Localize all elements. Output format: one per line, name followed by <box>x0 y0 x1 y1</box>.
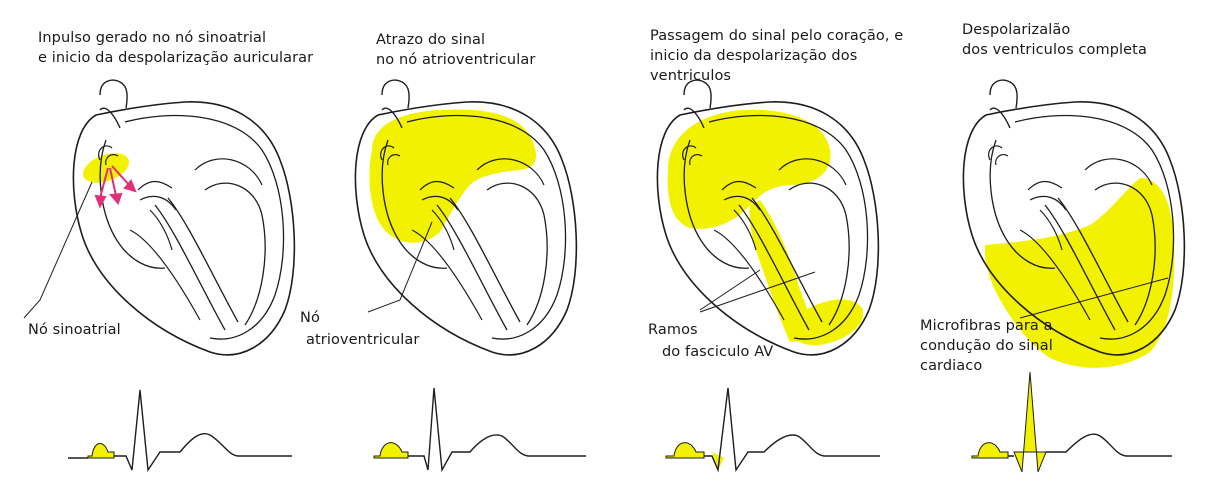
ecg-trace-4 <box>972 372 1172 472</box>
ecg-trace-2 <box>374 388 586 470</box>
p-wave-highlight-4 <box>972 443 1008 458</box>
atria-depolarized-highlight <box>370 110 536 243</box>
atria-stage-3-highlight <box>668 110 831 229</box>
qrs-highlight-4 <box>1014 372 1046 472</box>
sinoatrial-node-label: Nó sinoatrial <box>28 320 121 340</box>
bundle-pointer-1 <box>700 270 760 310</box>
av-node-label-line-2: atrioventricular <box>306 330 419 350</box>
av-node-label-line-1: Nó <box>300 308 320 328</box>
microfibers-label-line-2: condução do sinal <box>920 336 1053 356</box>
heart-stage-1 <box>24 80 294 355</box>
ecg-trace-1 <box>68 390 292 470</box>
p-wave-highlight-3 <box>666 443 704 458</box>
heart-stage-3 <box>657 80 878 355</box>
p-wave-highlight-2 <box>374 443 408 458</box>
ecg-trace-3 <box>666 388 880 470</box>
sinoatrial-node-pointer <box>24 182 92 318</box>
heart-stage-2 <box>355 80 576 355</box>
bundle-branches-label-line-2: do fasciculo AV <box>662 342 773 362</box>
p-wave-highlight-1 <box>88 443 114 458</box>
microfibers-label-line-1: Microfibras para a <box>920 316 1053 336</box>
sinoatrial-node-highlight <box>79 148 133 189</box>
bundle-branches-label-line-1: Ramos <box>648 320 698 340</box>
microfibers-label-line-3: cardiaco <box>920 356 982 376</box>
